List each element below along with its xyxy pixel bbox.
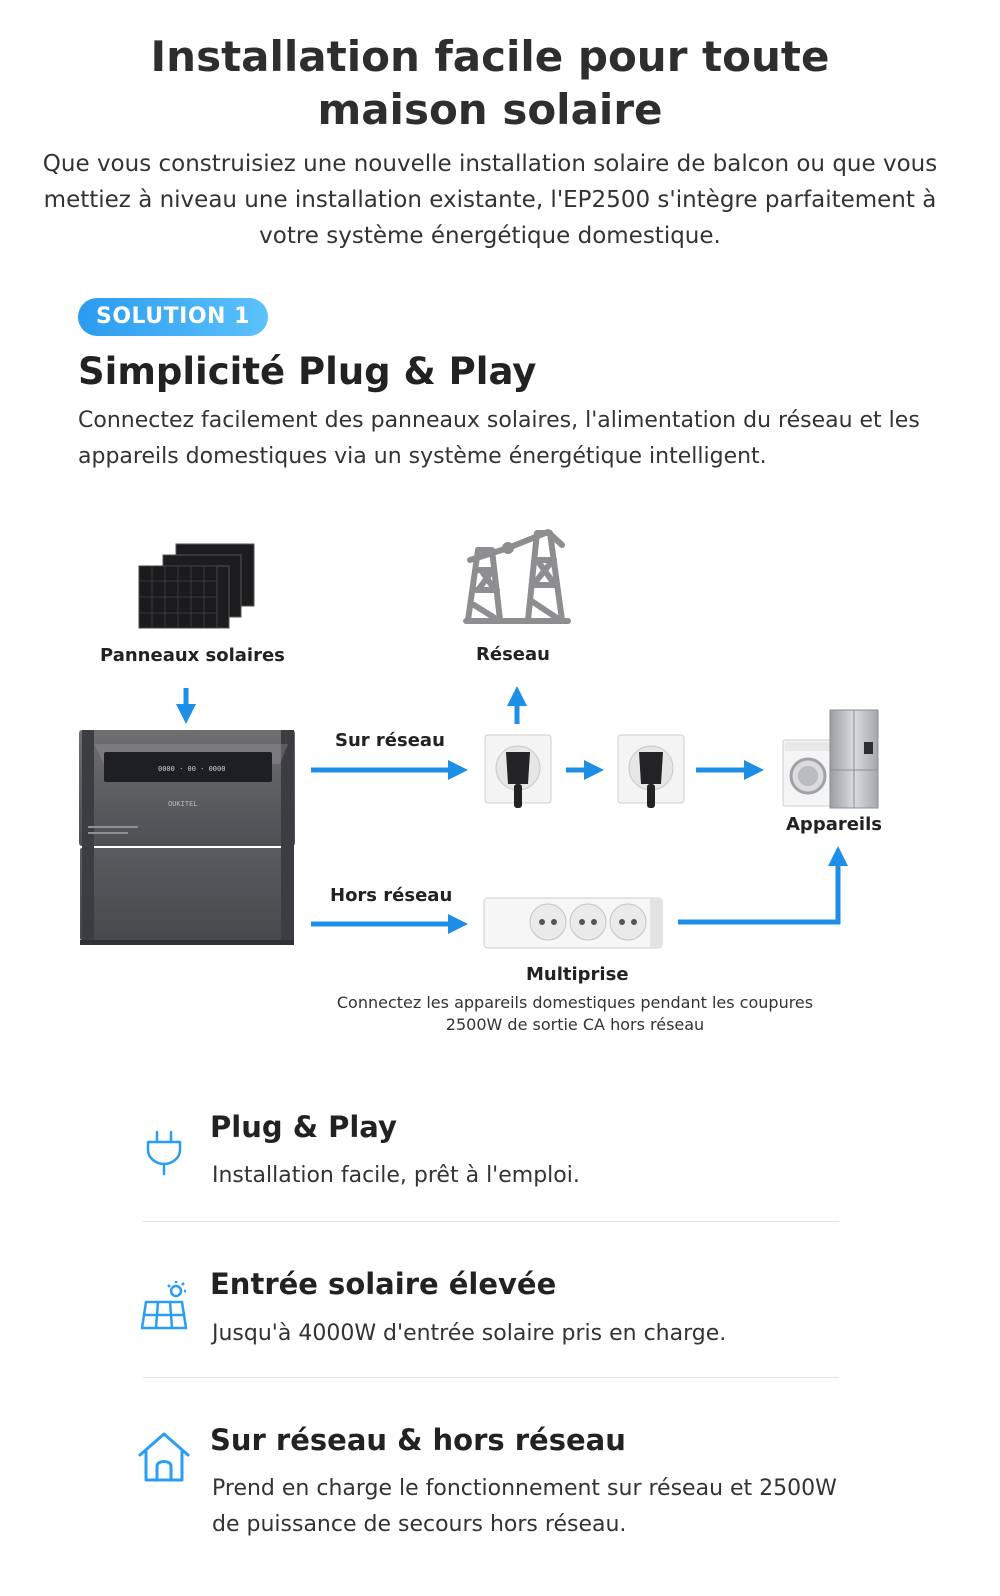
on-grid-label: Sur réseau [335, 730, 445, 751]
power-strip-icon [483, 897, 663, 949]
appliances-icon [782, 709, 879, 809]
power-strip-note-line1: Connectez les appareils domestiques pend… [336, 993, 814, 1012]
feature-3-description: Prend en charge le fonctionnement sur ré… [212, 1476, 837, 1537]
page-subtitle: Que vous construisiez une nouvelle insta… [42, 151, 938, 249]
wall-outlet-1 [484, 734, 552, 808]
feature-2-title: Entrée solaire élevée [210, 1267, 557, 1301]
page-title: Installation facile pour toute maison so… [0, 30, 980, 136]
power-strip-note-line2: 2500W de sortie CA hors réseau [445, 1015, 705, 1034]
power-station-device: 0000 · 00 · 0000 OUKITEL [79, 730, 295, 945]
page-title-line1: Installation facile pour toute [150, 32, 830, 81]
power-strip-note: Connectez les appareils domestiques pend… [290, 992, 860, 1036]
solar-panels-icon [138, 543, 255, 629]
svg-text:0000 · 00 · 0000: 0000 · 00 · 0000 [158, 765, 225, 773]
home-icon [138, 1432, 190, 1482]
solution-badge: SOLUTION 1 [78, 298, 268, 336]
off-grid-label: Hors réseau [330, 885, 453, 906]
solution-description: Connectez facilement des panneaux solair… [78, 408, 920, 469]
plug-icon [146, 1130, 182, 1176]
device-brand: OUKITEL [168, 800, 198, 808]
appliances-label: Appareils [786, 814, 882, 835]
solar-panel-icon [140, 1281, 188, 1330]
grid-pylon-icon [463, 529, 571, 624]
feature-2-description: Jusqu'à 4000W d'entrée solaire pris en c… [212, 1321, 727, 1346]
feature-3-title: Sur réseau & hors réseau [210, 1423, 626, 1457]
feature-1-description: Installation facile, prêt à l'emploi. [212, 1163, 580, 1188]
strip-to-appliances-arrow [678, 846, 848, 925]
page-title-line2: maison solaire [317, 85, 663, 134]
wall-outlet-2 [617, 734, 685, 808]
feature-divider [143, 1221, 839, 1222]
grid-label: Réseau [476, 644, 550, 665]
solution-title: Simplicité Plug & Play [78, 350, 537, 393]
solar-panels-label: Panneaux solaires [100, 645, 285, 666]
feature-1-title: Plug & Play [210, 1110, 397, 1144]
feature-divider [143, 1377, 839, 1378]
power-strip-label: Multiprise [526, 964, 629, 985]
